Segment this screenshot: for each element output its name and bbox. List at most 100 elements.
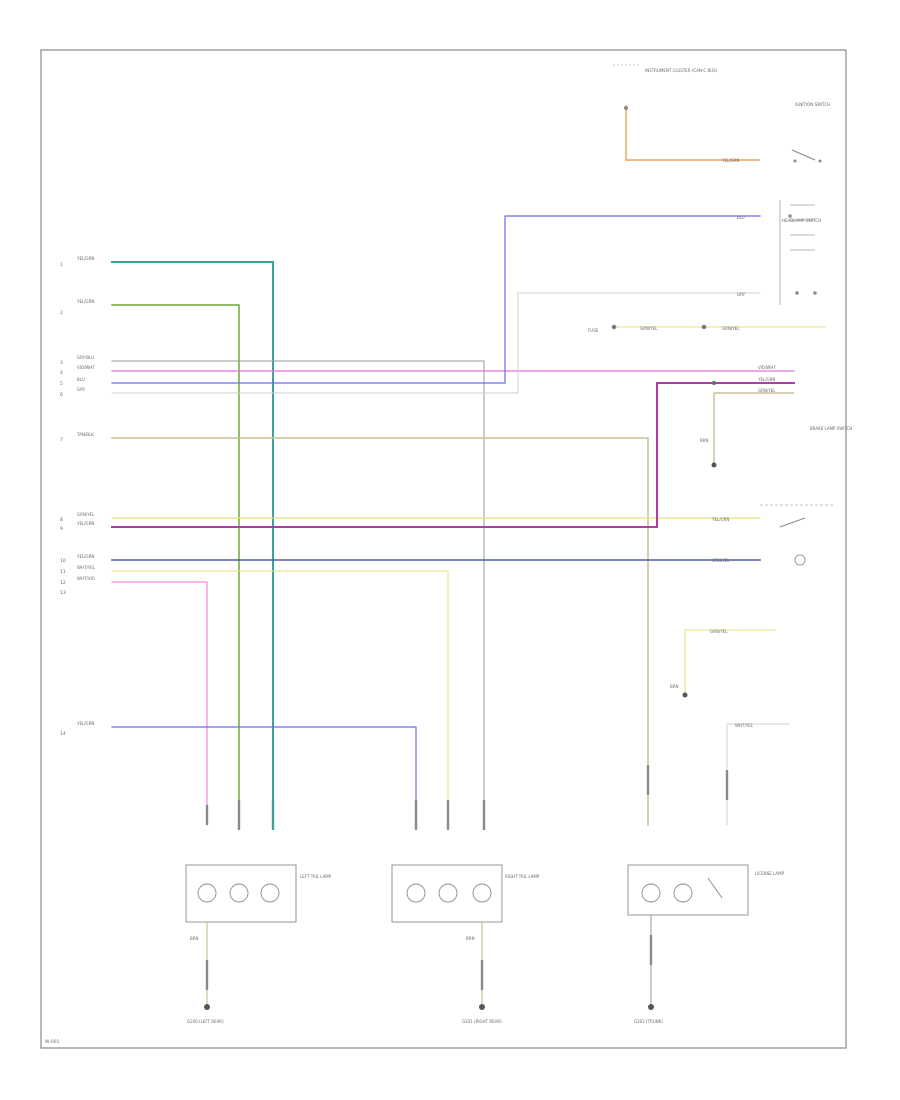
wire-color-label: VIO/WHT — [77, 365, 95, 370]
switch-contact-lines — [779, 200, 815, 305]
wire-color-label: YEL/GRN — [76, 256, 94, 261]
pin-number: 14 — [60, 731, 66, 737]
wire-color-label: YEL/GRN — [76, 521, 94, 526]
bulb — [673, 883, 693, 903]
component-label-left-tail-lamp: LEFT TAIL LAMP — [300, 874, 332, 879]
wire-color-label: BRN — [700, 438, 709, 443]
wire-color-label: BLU — [737, 215, 745, 220]
wire-color-label: WHT/YEL — [735, 723, 754, 728]
component-label-brake-lamp-switch: BRAKE LAMP SWITCH — [810, 426, 852, 431]
pin-number: 13 — [60, 590, 66, 596]
wire-tan-black — [111, 437, 649, 826]
pin-number: 5 — [60, 381, 63, 387]
diagram-frame — [40, 49, 847, 1049]
bulb — [229, 883, 249, 903]
left-tail-lamp — [185, 864, 297, 923]
wire-color-label: GRN/YEL — [722, 326, 740, 331]
wire-color-label: YEL/GRN — [76, 554, 94, 559]
ground-labels: G200 (LEFT REAR) G201 (RIGHT REAR) G202 … — [187, 936, 663, 1024]
top-right-labels: INSTRUMENT CLUSTER (CAN-C BUS) IGNITION … — [645, 68, 830, 163]
wire-yellow-feed — [684, 629, 776, 695]
lamp-switch-contact — [707, 877, 723, 899]
component-label-ignition-switch: IGNITION SWITCH — [795, 102, 830, 107]
bulb — [260, 883, 280, 903]
pin-number: 6 — [60, 392, 63, 398]
switch-terminal — [813, 291, 817, 295]
component-label-license-lamp: LICENSE LAMP — [755, 871, 785, 876]
wire-color-label: WHT/YEL — [77, 565, 96, 570]
pin-number: 11 — [60, 569, 66, 575]
wire-pink — [111, 581, 208, 826]
wire-pale-yellow — [111, 570, 449, 826]
ground-point — [479, 1004, 485, 1010]
bulb — [472, 883, 492, 903]
wire-white-gray — [111, 292, 761, 394]
lamp-housing — [391, 864, 503, 923]
ground-point — [682, 692, 688, 698]
wire-color-label: BLU — [77, 377, 85, 382]
wire-color-label: GRN/YEL — [77, 512, 95, 517]
pin-number: 9 — [60, 526, 63, 532]
wire-purple — [111, 382, 795, 528]
wire-group-left — [111, 215, 795, 826]
splice-point — [712, 381, 716, 385]
wire-blue-lower — [111, 726, 417, 826]
connector-dot — [701, 324, 707, 330]
pin-number: 1 — [60, 262, 63, 268]
wire-color-label: GRN/YEL — [710, 629, 728, 634]
wire-orange — [625, 105, 760, 161]
wire-color-label: YEL/GRN — [76, 299, 94, 304]
pin-number: 10 — [60, 558, 66, 564]
headlamp-switch-labels: HEADLAMP SWITCH BLU GRY GRN/YEL GRN/YEL … — [588, 215, 821, 333]
wire-teal — [111, 261, 274, 826]
wire-color-label: BRN — [466, 936, 475, 941]
wire-color-label: YEL/GRN — [721, 158, 739, 163]
wire-color-label: GRY — [737, 292, 746, 297]
brake-lamp-switch-labels: VIO/WHT YEL/GRN GRN/YEL BRAKE LAMP SWITC… — [700, 365, 852, 563]
lamp-housing — [627, 864, 749, 916]
switch-terminal — [795, 291, 799, 295]
wire-color-label: GRN/YEL — [712, 558, 730, 563]
top-right-section — [613, 64, 822, 163]
component-label-headlamp-switch: HEADLAMP SWITCH — [782, 218, 821, 223]
left-pin-numbers: 1 2 3 4 5 6 7 8 9 10 11 12 13 14 — [60, 262, 66, 737]
ground-label: G200 (LEFT REAR) — [187, 1019, 224, 1024]
lamp-symbol — [794, 554, 806, 566]
page-reference: W-001 — [45, 1039, 60, 1045]
wire-color-label: GRN/YEL — [758, 388, 776, 393]
lamp-labels: LEFT TAIL LAMP RIGHT TAIL LAMP LICENSE L… — [300, 871, 785, 879]
wire-color-label: GRY — [77, 387, 86, 392]
wire-blue-up — [111, 215, 761, 384]
component-label-instrument-cluster: INSTRUMENT CLUSTER (CAN-C BUS) — [645, 68, 718, 73]
wire-color-label: YEL/GRN — [76, 721, 94, 726]
license-lamp — [627, 864, 749, 916]
lamp-housing — [185, 864, 297, 923]
pin-number: 8 — [60, 517, 63, 523]
wire-color-label: YEL/GRN — [757, 377, 775, 382]
bulb — [641, 883, 661, 903]
brake-lamp-switch-area — [711, 381, 835, 566]
wire-color-labels-left: YEL/GRN YEL/GRN GRY/BLU VIO/WHT BLU GRY … — [76, 256, 96, 726]
pin-number: 12 — [60, 580, 66, 586]
wire-color-label: WHT/VIO — [77, 576, 95, 581]
switch-terminal — [793, 159, 797, 163]
ground-label: G201 (RIGHT REAR) — [462, 1019, 502, 1024]
wire-color-label: YEL/GRN — [711, 517, 729, 522]
right-tail-lamp — [391, 864, 503, 923]
connector-dot — [611, 324, 617, 330]
ground-wires — [204, 915, 654, 1010]
ignition-switch-contact — [791, 149, 816, 161]
switch-terminal — [818, 159, 822, 163]
bulb — [438, 883, 458, 903]
lower-right-labels: GRN/YEL WHT/YEL BRN — [670, 629, 754, 728]
pin-number: 7 — [60, 437, 63, 443]
wire-color-label: VIO/WHT — [758, 365, 776, 370]
pin-number: 2 — [60, 310, 63, 316]
wire-color-label: TAN/BLK — [76, 432, 94, 437]
ground-point — [711, 462, 717, 468]
wire-white-feed — [726, 723, 790, 825]
wire-color-label: BRN — [190, 936, 199, 941]
ground-label: G202 (TRUNK) — [634, 1019, 663, 1024]
